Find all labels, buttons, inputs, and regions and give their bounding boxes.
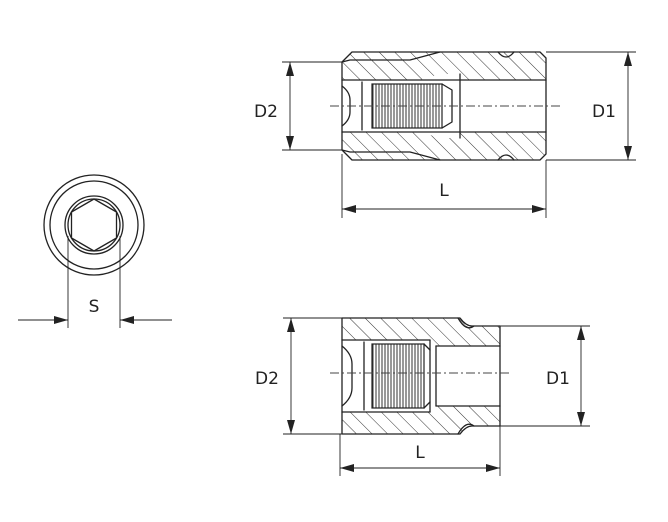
top-d2-label: D2: [254, 102, 278, 122]
s-dimension-label: S: [89, 297, 100, 317]
top-socket-section: D2 D1 L: [254, 51, 636, 218]
bottom-d2-label: D2: [255, 369, 279, 389]
top-l-label: L: [439, 181, 449, 201]
end-view: S: [18, 174, 172, 328]
bottom-l-label: L: [415, 443, 425, 463]
bottom-d1-label: D1: [546, 369, 570, 389]
top-d1-label: D1: [592, 102, 616, 122]
bottom-socket-section: D2 D1 L: [255, 317, 590, 476]
